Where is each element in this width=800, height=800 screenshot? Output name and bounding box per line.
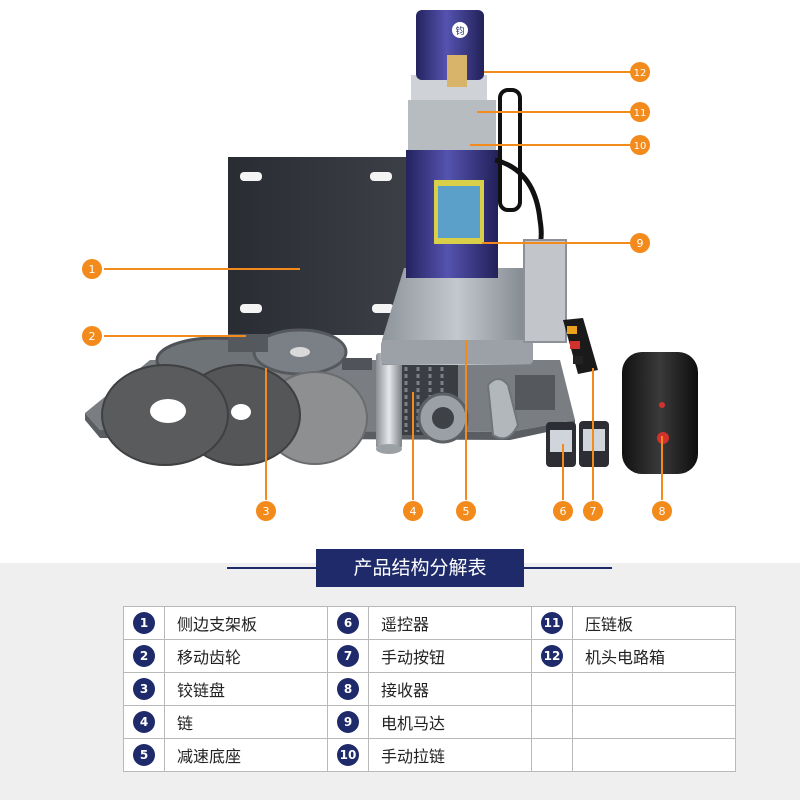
callout-badges: 12 11 10 9 1 2 3 4 5 6 7 8	[82, 62, 672, 521]
svg-text:2: 2	[89, 330, 96, 343]
parts-table: 1 侧边支架板 6 遥控器 11 压链板 2 移动齿轮 7 手动按钮 12 机头…	[123, 606, 736, 772]
table-row: 2 移动齿轮 7 手动按钮 12 机头电路箱	[123, 639, 736, 673]
row-number-badge: 10	[337, 744, 359, 766]
table-row: 5 减速底座 10 手动拉链	[123, 738, 736, 772]
callout-6: 6	[553, 501, 573, 521]
empty-cell	[572, 672, 736, 706]
circuit-box	[523, 239, 567, 343]
motor-body: 钧	[406, 10, 544, 278]
callout-5: 5	[456, 501, 476, 521]
part-name: 压链板	[572, 606, 736, 640]
svg-text:7: 7	[590, 505, 597, 518]
callout-10: 10	[630, 135, 650, 155]
table-row: 4 链 9 电机马达	[123, 705, 736, 739]
svg-text:11: 11	[634, 108, 647, 119]
row-number-badge: 2	[133, 645, 155, 667]
row-number-badge: 1	[133, 612, 155, 634]
part-name: 机头电路箱	[572, 639, 736, 673]
svg-text:9: 9	[637, 237, 644, 250]
table-row: 3 铰链盘 8 接收器	[123, 672, 736, 706]
part-name: 遥控器	[368, 606, 532, 640]
svg-text:4: 4	[410, 505, 417, 518]
product-illustration: 钧	[82, 10, 698, 521]
part-name: 移动齿轮	[164, 639, 328, 673]
chain-hooks	[486, 375, 555, 440]
receiver	[622, 352, 698, 474]
reducer-base	[381, 268, 533, 365]
part-name: 铰链盘	[164, 672, 328, 706]
row-number-badge: 8	[337, 678, 359, 700]
svg-text:5: 5	[463, 505, 470, 518]
svg-text:6: 6	[560, 505, 567, 518]
row-number-badge: 7	[337, 645, 359, 667]
part-name: 接收器	[368, 672, 532, 706]
row-number-badge: 4	[133, 711, 155, 733]
callout-12: 12	[630, 62, 650, 82]
row-number-badge: 6	[337, 612, 359, 634]
empty-cell	[572, 705, 736, 739]
callout-2: 2	[82, 326, 102, 346]
callout-11: 11	[630, 102, 650, 122]
empty-cell	[531, 705, 573, 739]
callout-8: 8	[652, 501, 672, 521]
empty-cell	[531, 738, 573, 772]
title-rule-right	[524, 567, 612, 569]
shaft	[376, 353, 402, 454]
part-name: 减速底座	[164, 738, 328, 772]
svg-text:1: 1	[89, 263, 96, 276]
callout-4: 4	[403, 501, 423, 521]
callout-3: 3	[256, 501, 276, 521]
bearing	[417, 392, 469, 444]
exploded-view-svg: 钧	[82, 10, 698, 521]
svg-text:8: 8	[659, 505, 666, 518]
empty-cell	[531, 672, 573, 706]
row-number-badge: 11	[541, 612, 563, 634]
svg-text:3: 3	[263, 505, 270, 518]
hinge-disks	[101, 364, 368, 466]
part-name: 侧边支架板	[164, 606, 328, 640]
callout-7: 7	[583, 501, 603, 521]
callout-9: 9	[630, 233, 650, 253]
callout-1: 1	[82, 259, 102, 279]
svg-text:10: 10	[634, 141, 647, 152]
table-row: 1 侧边支架板 6 遥控器 11 压链板	[123, 606, 736, 640]
part-name: 手动拉链	[368, 738, 532, 772]
empty-cell	[572, 738, 736, 772]
row-number-badge: 3	[133, 678, 155, 700]
table-title: 产品结构分解表	[316, 549, 524, 587]
svg-text:12: 12	[634, 68, 647, 79]
part-name: 链	[164, 705, 328, 739]
title-rule-left	[227, 567, 316, 569]
brand-mark: 钧	[455, 25, 464, 37]
remote-controls	[546, 421, 609, 467]
row-number-badge: 9	[337, 711, 359, 733]
manual-button-panel	[563, 318, 598, 374]
part-name: 电机马达	[368, 705, 532, 739]
callout-lines	[104, 71, 663, 500]
row-number-badge: 5	[133, 744, 155, 766]
part-name: 手动按钮	[368, 639, 532, 673]
row-number-badge: 12	[541, 645, 563, 667]
side-support-plate	[228, 157, 408, 335]
